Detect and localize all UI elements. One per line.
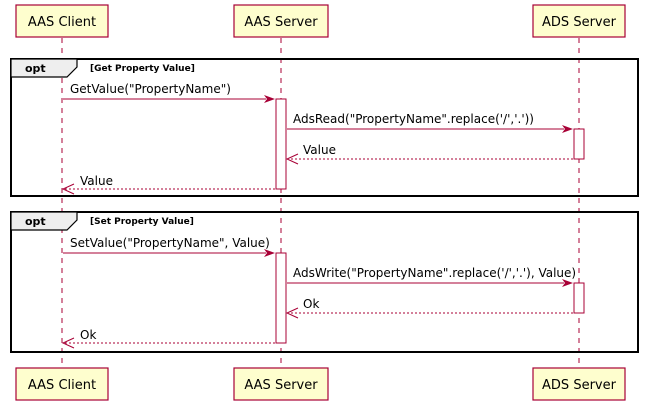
participant-label: AAS Client [28, 15, 96, 30]
fragment-set-property-value: opt [Set Property Value] [10, 211, 639, 353]
participant-aas-server-top: AAS Server [233, 4, 329, 38]
message-label: AdsWrite("PropertyName".replace('/','.')… [293, 266, 576, 280]
message-get-value: GetValue("PropertyName") [63, 82, 275, 103]
arrowhead-icon [264, 249, 275, 257]
message-label: Ok [80, 328, 96, 342]
message-label: SetValue("PropertyName", Value) [70, 236, 270, 250]
message-ads-read: AdsRead("PropertyName".replace('/','.')) [287, 112, 573, 133]
arrowhead-icon [562, 125, 573, 133]
activation-aas-server-set [275, 252, 287, 344]
arrowhead-icon [264, 95, 275, 103]
message-set-value-return: Ok [61, 328, 275, 349]
fragment-get-property-value: opt [Get Property Value] [10, 58, 639, 197]
fragment-frame [10, 58, 639, 197]
participant-aas-client-bottom: AAS Client [15, 367, 109, 401]
participant-label: ADS Server [542, 15, 617, 30]
fragment-tab [10, 211, 78, 231]
message-label: GetValue("PropertyName") [70, 82, 231, 96]
activation-ads-server-read [573, 128, 585, 160]
arrowhead-icon [562, 279, 573, 287]
arrowhead-icon [61, 183, 75, 195]
activation-aas-server-get [275, 98, 287, 190]
message-ads-read-return: Value [285, 143, 573, 165]
message-get-value-return: Value [61, 174, 275, 195]
message-ads-write-return: Ok [285, 297, 573, 319]
fragment-guard: [Get Property Value] [90, 64, 195, 74]
fragment-frame [10, 211, 639, 353]
message-label: Value [303, 143, 336, 157]
participant-label: AAS Server [244, 378, 318, 393]
participant-aas-client-top: AAS Client [15, 4, 109, 38]
message-label: AdsRead("PropertyName".replace('/','.')) [293, 112, 534, 126]
message-label: Ok [303, 297, 319, 311]
participant-ads-server-bottom: ADS Server [532, 367, 626, 401]
participant-aas-server-bottom: AAS Server [233, 367, 329, 401]
participant-ads-server-top: ADS Server [532, 4, 626, 38]
fragment-keyword: opt [25, 215, 46, 228]
message-label: Value [80, 174, 113, 188]
fragment-tab [10, 58, 78, 78]
participant-label: AAS Client [28, 378, 96, 393]
fragment-guard: [Set Property Value] [90, 217, 194, 227]
arrowhead-icon [285, 153, 299, 165]
fragment-keyword: opt [25, 62, 46, 75]
message-ads-write: AdsWrite("PropertyName".replace('/','.')… [287, 266, 576, 287]
activation-ads-server-write [573, 282, 585, 314]
participant-label: AAS Server [244, 15, 318, 30]
message-set-value: SetValue("PropertyName", Value) [63, 236, 275, 257]
participant-label: ADS Server [542, 378, 617, 393]
arrowhead-icon [61, 337, 75, 349]
arrowhead-icon [285, 307, 299, 319]
